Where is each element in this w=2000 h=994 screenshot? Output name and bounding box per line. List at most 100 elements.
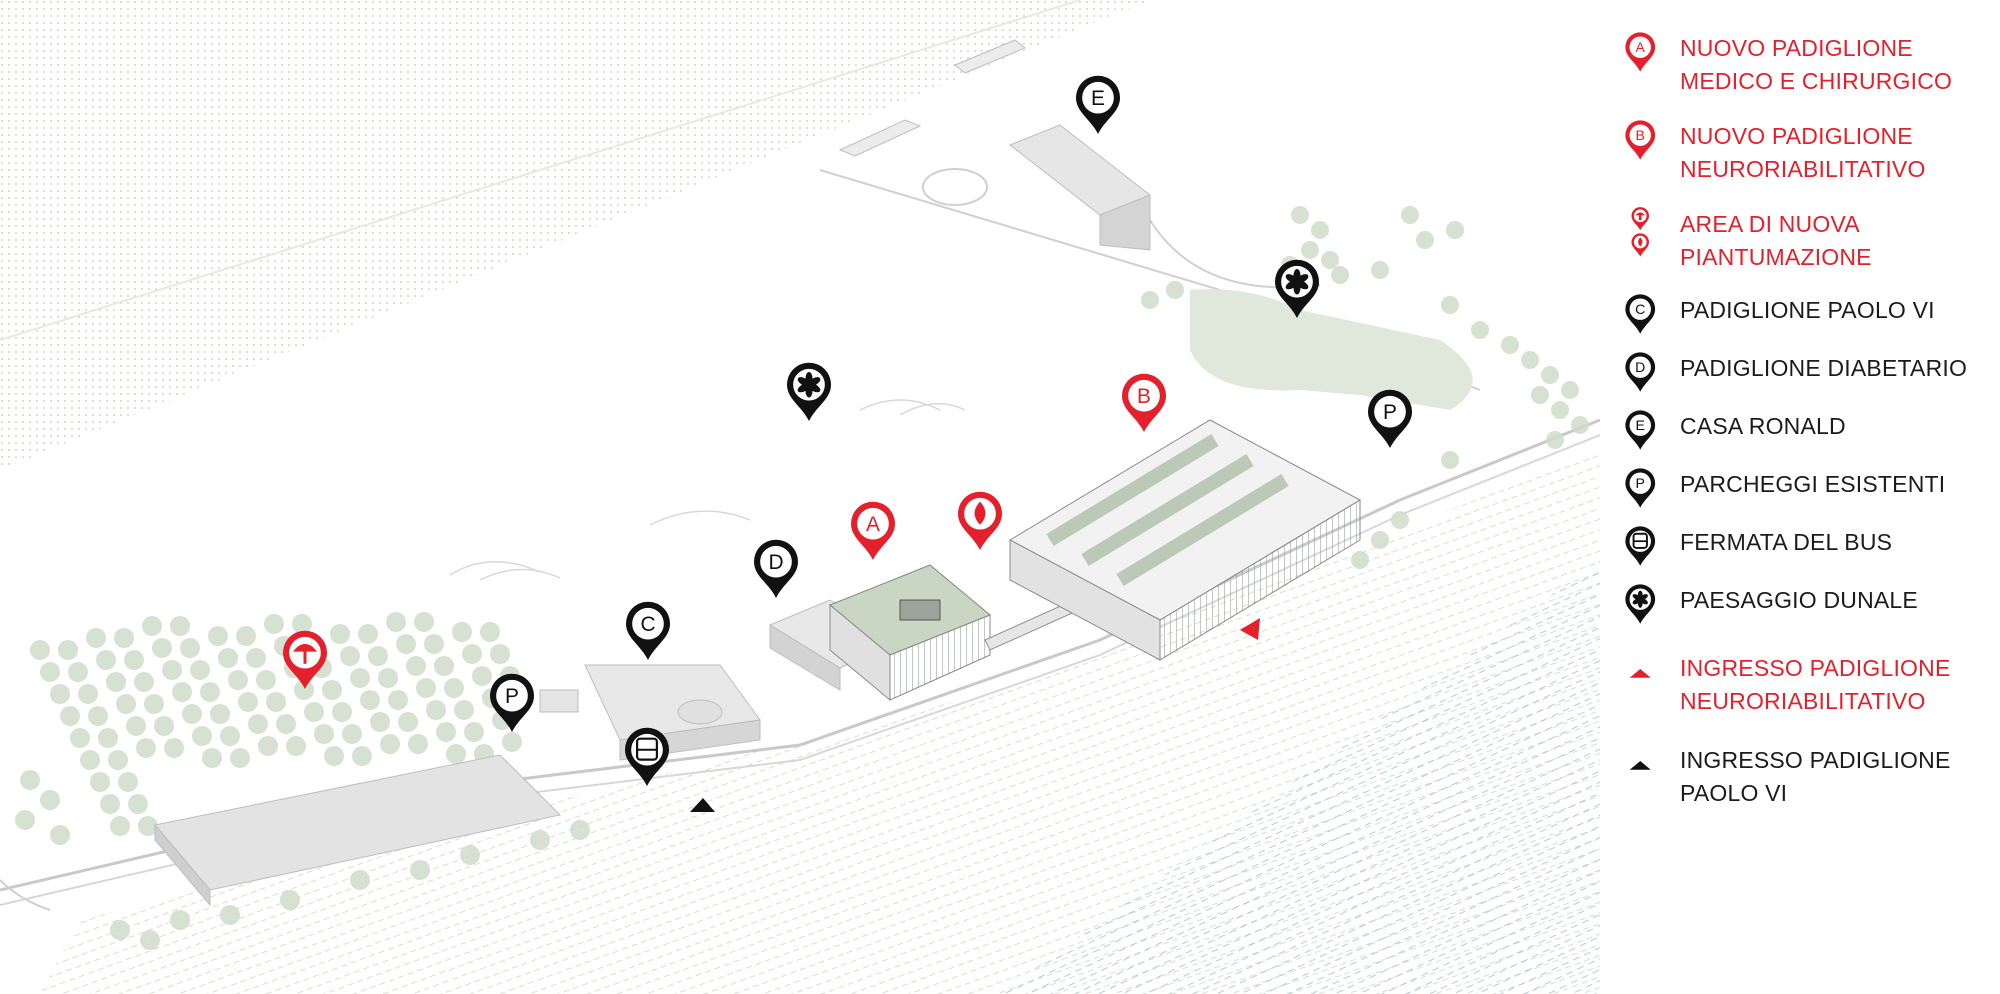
marker-bus[interactable]	[625, 727, 669, 786]
svg-text:C: C	[640, 613, 655, 636]
tree	[228, 670, 248, 690]
pin-e-icon[interactable]: E	[1625, 410, 1656, 450]
tree-leaf-icons	[1631, 207, 1650, 257]
tree	[314, 724, 334, 744]
tree	[452, 622, 472, 642]
tree	[236, 626, 256, 646]
pin-c-icon[interactable]: C	[1625, 294, 1656, 334]
tree	[358, 624, 378, 644]
tree	[68, 662, 88, 682]
tree	[1531, 386, 1549, 404]
tree	[380, 734, 400, 754]
tree	[142, 616, 162, 636]
tree	[128, 794, 148, 814]
legend-label-line: FERMATA DEL BUS	[1680, 529, 1893, 555]
tree	[378, 668, 398, 688]
tree	[110, 816, 130, 836]
tree-icon[interactable]	[1631, 207, 1650, 231]
pin-p-icon[interactable]: P	[1625, 468, 1656, 508]
tree	[126, 716, 146, 736]
tree	[60, 706, 80, 726]
legend-label-line: PAOLO VI	[1680, 780, 1788, 806]
marker-tree[interactable]	[283, 630, 327, 689]
svg-text:A: A	[866, 513, 880, 536]
legend-label-line: PIANTUMAZIONE	[1680, 244, 1872, 270]
dune-flower-icon	[1625, 584, 1656, 624]
pin-e-icon: E	[1625, 410, 1656, 450]
leaf-icon[interactable]	[1631, 233, 1650, 257]
marker-leaf[interactable]	[958, 491, 1002, 550]
tree	[436, 722, 456, 742]
building-nuovo-padiglione-b	[1008, 419, 1362, 661]
svg-text:D: D	[1635, 359, 1645, 375]
tree	[116, 694, 136, 714]
tree	[1546, 431, 1564, 449]
tree	[406, 656, 426, 676]
tree	[264, 614, 284, 634]
pin-a-icon[interactable]: A	[1625, 32, 1656, 72]
marker-c[interactable]: C	[626, 601, 670, 660]
marker-a[interactable]: A	[851, 501, 895, 560]
marker-p2[interactable]: P	[1368, 389, 1412, 448]
tree	[218, 648, 238, 668]
tree	[78, 684, 98, 704]
tree	[464, 722, 484, 742]
pin-p-icon: P	[1625, 468, 1656, 508]
pin-b-icon[interactable]: B	[1625, 120, 1656, 160]
legend-label-line: NEURORIABILITATIVO	[1680, 688, 1926, 714]
legend-label: CASA RONALD	[1680, 410, 1846, 443]
tree	[410, 860, 430, 880]
legend-label: PARCHEGGI ESISTENTI	[1680, 468, 1945, 501]
tree	[230, 748, 250, 768]
dune-flower-icon[interactable]	[1625, 584, 1656, 624]
legend-label-line: NUOVO PADIGLIONE	[1680, 35, 1913, 61]
marker-b[interactable]: B	[1122, 373, 1166, 432]
legend-label-line: PAESAGGIO DUNALE	[1680, 587, 1918, 613]
tree	[434, 656, 454, 676]
tree	[1301, 241, 1319, 259]
tree	[118, 772, 138, 792]
pin-a-icon: A	[1625, 32, 1656, 72]
tree	[1141, 291, 1159, 309]
marker-dune2[interactable]	[1275, 259, 1319, 318]
tree	[350, 870, 370, 890]
building-casa-ronald	[838, 39, 1151, 251]
svg-text:A: A	[1636, 39, 1646, 55]
tree	[108, 750, 128, 770]
marker-e[interactable]: E	[1076, 75, 1120, 134]
legend-label-line: MEDICO E CHIRURGICO	[1680, 68, 1953, 94]
tree	[138, 816, 158, 836]
bus-icon[interactable]	[1625, 526, 1656, 566]
tree	[1321, 251, 1339, 269]
sea-area	[1000, 560, 1600, 994]
tree	[416, 678, 436, 698]
marker-dune1[interactable]	[787, 362, 831, 421]
marker-p1[interactable]: P	[490, 673, 534, 732]
tree	[414, 612, 434, 632]
tree	[1541, 366, 1559, 384]
meadow	[1190, 289, 1473, 410]
tree	[58, 640, 78, 660]
tree	[1551, 401, 1569, 419]
tree	[136, 738, 156, 758]
tree	[152, 638, 172, 658]
marker-d[interactable]: D	[754, 539, 798, 598]
tree	[398, 712, 418, 732]
tree	[322, 680, 342, 700]
tree	[386, 612, 406, 632]
legend-label-line: NEURORIABILITATIVO	[1680, 156, 1926, 182]
legend-label-line: INGRESSO PADIGLIONE	[1680, 747, 1951, 773]
tree	[15, 810, 35, 830]
tree	[246, 648, 266, 668]
tree	[276, 714, 296, 734]
legend-label-line: PADIGLIONE PAOLO VI	[1680, 297, 1935, 323]
pin-d-icon[interactable]: D	[1625, 352, 1656, 392]
tree	[1471, 321, 1489, 339]
tree	[292, 614, 312, 634]
tree	[286, 736, 306, 756]
tree	[90, 772, 110, 792]
legend-label-line: AREA DI NUOVA	[1680, 211, 1860, 237]
entrance-paolo-triangle	[690, 798, 715, 812]
